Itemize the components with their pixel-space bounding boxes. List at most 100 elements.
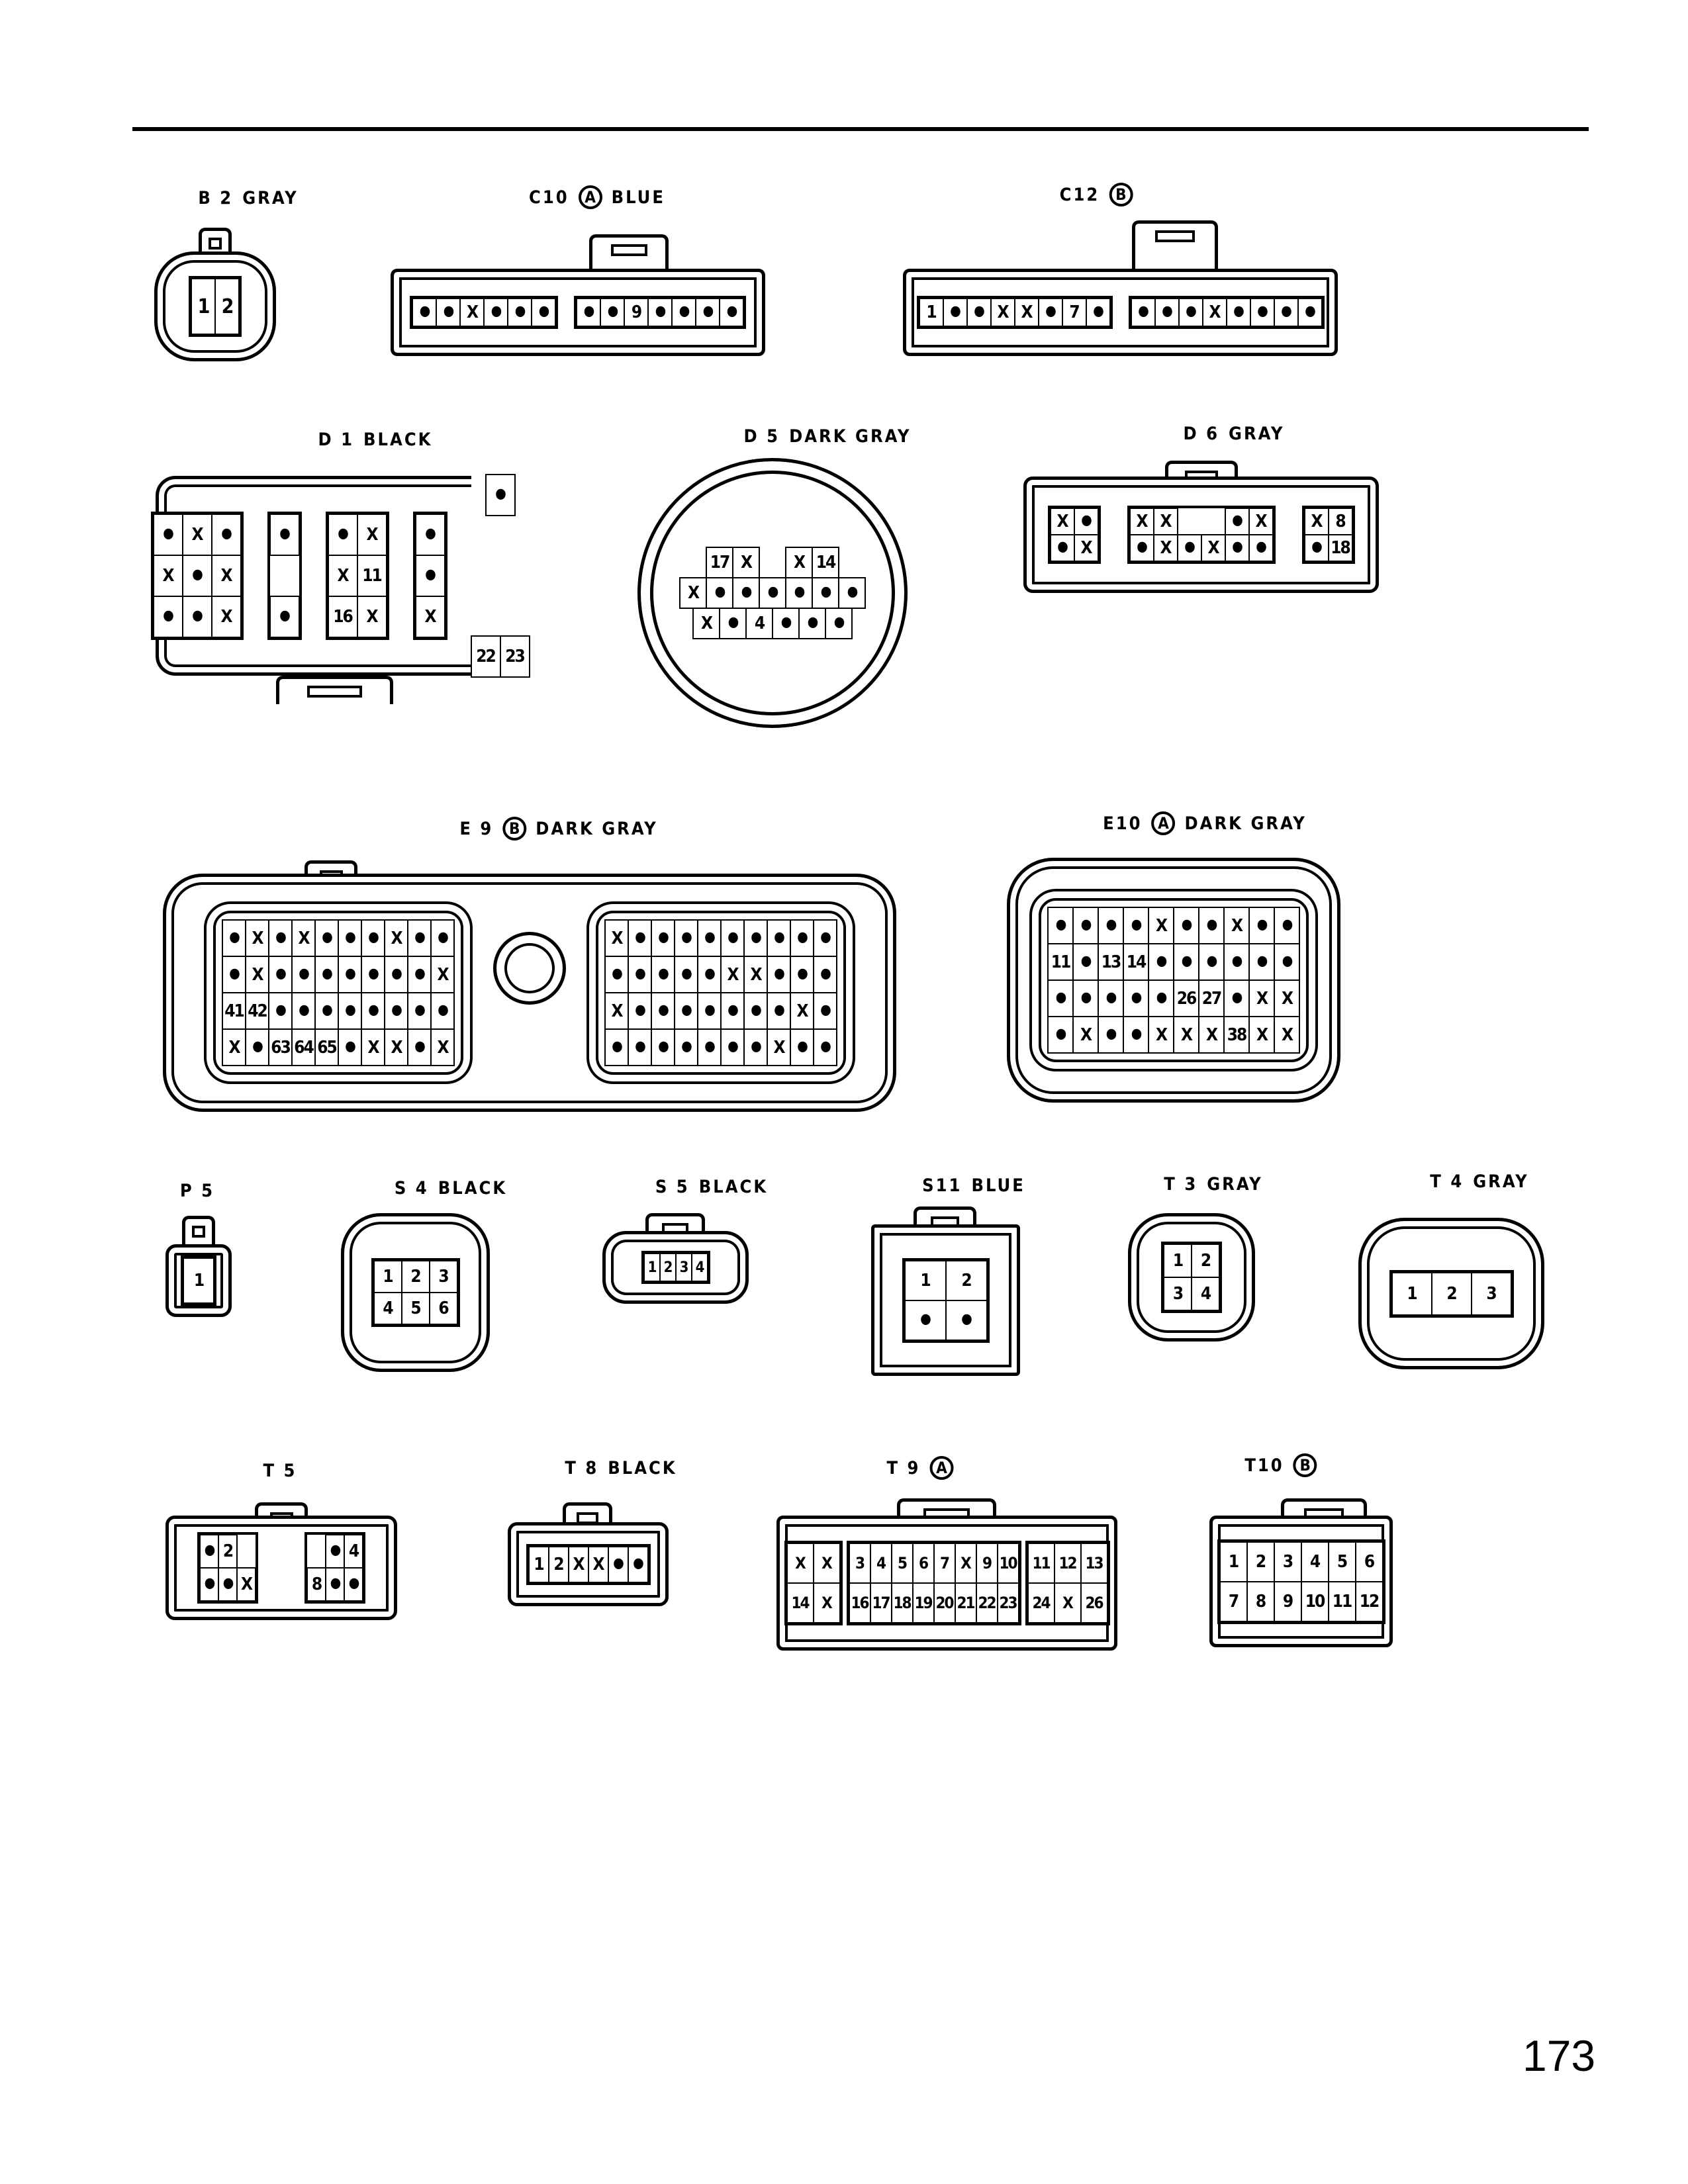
pin-used: • [813,956,837,993]
pin-used: • [344,1567,363,1602]
pin-used: • [674,956,698,993]
pin-unused: X [1200,534,1226,562]
pin-number: 4 [869,1543,892,1584]
pin-used: • [1047,979,1074,1017]
pin-used: • [1148,979,1174,1017]
pin-unused: X [236,1567,256,1602]
pin-row: •X•••••••X [222,956,455,993]
pin-block: ••X [412,512,447,640]
pin-used: • [483,295,508,330]
pin-number: 4 [690,1253,708,1282]
pin-used: • [384,992,408,1030]
connector-code: T 3 [1164,1174,1198,1195]
pin-number: 18 [890,1582,914,1623]
pin-number: 11 [1327,1580,1356,1622]
pin-used: • [767,919,791,957]
pin-spacer [485,555,516,597]
pin-number: 6 [1354,1541,1383,1582]
pin-used: • [199,1567,219,1602]
pin-unused: X [1072,1016,1099,1054]
pin-used: • [436,295,461,330]
pin-row: X• [1049,504,1099,539]
pin-number: 26 [1173,979,1199,1017]
pin-row: •18 [1303,530,1353,566]
connector-color: DARK GRAY [789,426,912,447]
pin-used: • [1178,295,1203,330]
pin-number: 42 [245,992,269,1030]
connector-label-p5: P 5 [180,1181,214,1201]
circled-letter-icon: B [502,817,527,841]
pin-number: 1 [904,1259,947,1301]
pin-unused: X [567,1545,589,1583]
header-rule [132,127,1589,131]
pin-used: • [507,295,532,330]
connector-color: BLACK [608,1458,677,1479]
pin-used: • [790,956,814,993]
pin-used: • [1123,907,1149,944]
pin-unused: X [356,514,387,556]
pin-row: • [485,474,516,516]
connector-code: T10 [1244,1455,1284,1476]
pin-number: 16 [327,596,358,638]
pin-used: • [1072,979,1099,1017]
pin-number: 38 [1223,1016,1250,1054]
center-boss [493,932,566,1005]
connector-code: S 5 [655,1177,690,1197]
pin-used: • [697,919,722,957]
pin-row: •••••••X•• [604,1028,837,1066]
pin-number: 1 [1391,1271,1432,1316]
pin-used: • [674,992,698,1030]
pin-number: 9 [624,298,649,327]
pin-used: • [181,596,212,638]
connector-latch [182,1216,215,1248]
pin-number: 19 [912,1582,935,1623]
circled-letter-icon: B [1109,183,1133,206]
connector-p5: 1 [165,1244,232,1317]
pin-unused: X [1248,508,1274,535]
pin-used: • [812,575,839,611]
pin-row: •X [327,514,387,556]
pin-used: • [1223,943,1250,981]
pin-number: 9 [975,1543,998,1584]
pin-row: X•X [152,555,242,597]
pin-number: 21 [954,1582,977,1623]
pin-unused: X [211,596,242,638]
pin-number: 18 [1327,534,1353,562]
pin-unused: X [743,956,768,993]
pin-used: • [325,1567,345,1602]
pin-unused: X [1274,1016,1300,1054]
pin-unused: X [384,919,408,957]
pin-used: • [222,919,246,957]
connector-color: GRAY [1229,424,1285,444]
pin-number: 4 [1300,1541,1329,1582]
pin-unused: X [1173,1016,1199,1054]
pin-used: • [674,1028,698,1066]
pin-used: • [211,514,242,556]
connector-latch [1132,220,1218,273]
pin-used: • [338,992,362,1030]
pin-used: • [628,1028,652,1066]
pin-used: • [651,1028,675,1066]
